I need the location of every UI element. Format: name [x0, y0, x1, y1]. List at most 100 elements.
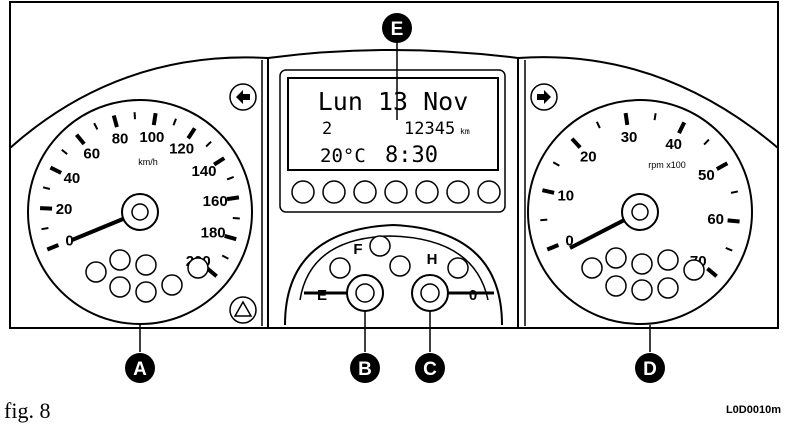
- fuel-temp-gauges: F E H 0: [284, 223, 503, 326]
- brake-pad-icon: [683, 259, 705, 281]
- rpm-tick: [540, 218, 548, 222]
- temp-hot-label: H: [427, 251, 438, 268]
- speed-label: 60: [83, 145, 100, 162]
- rpm-label: 20: [580, 148, 597, 165]
- tachometer: 010203040506070 rpm x100: [527, 99, 753, 325]
- rpm-tick: [552, 161, 560, 167]
- glow-plug-icon: [581, 257, 603, 279]
- coolant-temp-icon: [447, 257, 469, 279]
- parking-lamp-icon: [353, 180, 377, 204]
- callout-a: A: [125, 353, 155, 383]
- speed-label: 20: [56, 201, 73, 218]
- center-display: Lun 13 Nov 2 12345 km 20°C 8:30: [279, 69, 506, 213]
- left-warning-lights: [85, 249, 209, 303]
- speed-tick: [186, 127, 197, 140]
- lcd-gear: 2: [322, 119, 332, 139]
- lcd-odo-unit: km: [460, 127, 470, 136]
- door-icon: [657, 277, 679, 299]
- rpm-tick: [653, 113, 657, 121]
- rpm-tick: [570, 137, 582, 149]
- callout-b: B: [350, 353, 380, 383]
- outer-border: [9, 1, 779, 329]
- speed-label: 40: [64, 170, 81, 187]
- oil-icon: [631, 253, 653, 275]
- fuel-full-label: F: [353, 241, 362, 258]
- speed-tick: [42, 186, 51, 190]
- rpm-tick: [595, 121, 601, 129]
- rpm-tick: [546, 243, 560, 252]
- sidelight-icon: [384, 180, 408, 204]
- speed-tick: [172, 118, 177, 126]
- speed-tick: [205, 140, 212, 148]
- svg-text:B: B: [358, 359, 372, 380]
- lcd-time: 8:30: [385, 143, 438, 168]
- battery-icon: [605, 247, 627, 269]
- lcd-temperature: 20°C: [320, 145, 366, 167]
- rpm-label: 10: [557, 187, 574, 204]
- svg-text:E: E: [391, 19, 404, 40]
- rpm-tick: [727, 218, 740, 224]
- speed-tick: [226, 176, 235, 181]
- callout-c: C: [415, 353, 445, 383]
- traction-icon: [389, 255, 411, 277]
- speed-tick: [41, 227, 49, 231]
- rpm-tick: [703, 138, 710, 146]
- speed-tick: [226, 195, 240, 202]
- oil-pressure-icon: [135, 281, 157, 303]
- callout-d: D: [635, 353, 665, 383]
- speed-label: 100: [139, 129, 164, 146]
- speed-tick: [46, 243, 60, 252]
- speed-tick: [74, 133, 86, 146]
- door-open-icon: [477, 180, 501, 204]
- rpm-tick: [730, 190, 739, 194]
- rpm-label: 0: [565, 232, 573, 249]
- coolant-icon: [187, 257, 209, 279]
- rpm-tick: [715, 161, 729, 171]
- rpm-label: 40: [665, 136, 682, 153]
- speed-tick: [61, 148, 68, 155]
- rpm-label: 60: [707, 211, 724, 228]
- svg-text:D: D: [643, 359, 657, 380]
- figure-code: L0D0010m: [725, 404, 781, 416]
- fog-lamp-icon: [446, 180, 470, 204]
- sun-icon: [415, 180, 439, 204]
- abs-icon: [109, 249, 131, 271]
- airbag-icon: [109, 276, 131, 298]
- rpm-tick: [706, 267, 718, 278]
- brake-icon: [135, 254, 157, 276]
- lcd-screen: [287, 77, 499, 171]
- rpm-tick: [541, 188, 555, 195]
- low-beam-icon: [322, 180, 346, 204]
- temp-cold-label: 0: [469, 287, 477, 304]
- speed-tick: [224, 234, 237, 242]
- svg-text:C: C: [423, 359, 437, 380]
- hazard-icon: [85, 261, 107, 283]
- seatbelt-icon: [161, 274, 183, 296]
- fuel-empty-label: E: [317, 287, 327, 304]
- speedometer: 020406080100120140160180200 km/h: [27, 99, 253, 325]
- speed-tick: [49, 165, 63, 175]
- speed-tick: [206, 267, 218, 278]
- speed-label: 0: [65, 232, 73, 249]
- fuel-pump-icon: [329, 257, 351, 279]
- speed-tick: [93, 122, 99, 130]
- figure-caption: fig. 8: [4, 398, 51, 423]
- speed-unit: km/h: [138, 157, 158, 167]
- speed-tick: [151, 112, 158, 126]
- rpm-label: 30: [621, 129, 638, 146]
- cruise-icon: [605, 275, 627, 297]
- seatbelt-lamp-icon: [291, 180, 315, 204]
- speed-tick: [221, 254, 229, 260]
- speed-label: 120: [169, 140, 194, 157]
- steering-icon: [631, 279, 653, 301]
- speed-label: 80: [112, 131, 129, 148]
- lcd-odometer: 12345: [404, 119, 455, 139]
- glow-icon: [657, 249, 679, 271]
- rpm-tick: [725, 246, 733, 252]
- speed-tick: [111, 114, 119, 128]
- speed-tick: [213, 156, 226, 167]
- speed-label: 140: [192, 163, 217, 180]
- rpm-label: 50: [698, 167, 715, 184]
- speed-label: 180: [201, 225, 226, 242]
- speed-label: 160: [203, 193, 228, 210]
